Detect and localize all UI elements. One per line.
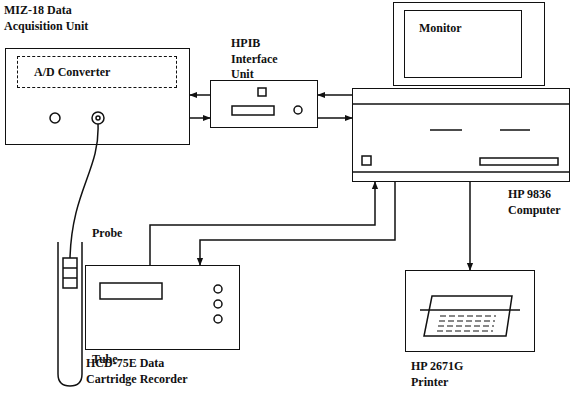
printer-box: HP 2671G Printer xyxy=(405,270,535,352)
recorder-box: HCD-75E Data Cartridge Recorder xyxy=(85,265,240,350)
panel-line xyxy=(500,129,530,131)
interface-box: HPIB Interface Unit xyxy=(210,80,318,128)
data-link-arrow xyxy=(318,117,352,119)
case-edge xyxy=(352,103,570,105)
knob xyxy=(50,113,60,123)
case-edge xyxy=(352,171,570,173)
data-link-arrow xyxy=(469,182,471,270)
data-link-arrow xyxy=(190,94,210,96)
knob xyxy=(294,106,302,114)
data-link-arrow xyxy=(150,182,375,265)
slot xyxy=(232,106,274,115)
data-link-arrow xyxy=(200,182,395,265)
probe-socket-core xyxy=(96,116,100,120)
probe-band xyxy=(63,277,77,279)
panel-line xyxy=(430,129,462,131)
data-link-arrow xyxy=(190,117,210,119)
monitor-box: Monitor xyxy=(393,2,545,86)
print-line xyxy=(440,316,496,317)
converter-box: A/D Converter xyxy=(17,56,177,88)
power-switch xyxy=(362,156,371,165)
button xyxy=(214,285,222,293)
box-label: A/D Converter xyxy=(34,65,110,80)
probe-socket xyxy=(92,112,104,124)
indicator xyxy=(258,88,266,96)
paper-sheet xyxy=(424,296,512,336)
button xyxy=(214,300,222,308)
button xyxy=(214,315,222,323)
box-label: Monitor xyxy=(419,21,462,36)
print-line xyxy=(437,331,493,332)
unit-label: MIZ-18 Data Acquisition Unit xyxy=(4,3,104,34)
computer-box: HP 9836 Computer xyxy=(352,88,570,182)
probe-tip xyxy=(63,258,77,288)
display xyxy=(100,283,162,299)
unit-label: HP 9836 Computer xyxy=(508,187,570,218)
disk-drive xyxy=(480,158,558,165)
unit-label: HPIB Interface Unit xyxy=(231,36,301,83)
acquisition-unit: MIZ-18 Data Acquisition UnitA/D Converte… xyxy=(5,48,190,145)
tube-label: Tube xyxy=(92,352,118,367)
monitor-screen: Monitor xyxy=(404,10,522,78)
print-line xyxy=(439,321,495,322)
tube xyxy=(58,242,82,386)
probe-band xyxy=(63,267,77,269)
probe-label: Probe xyxy=(92,226,122,241)
print-line xyxy=(438,326,494,327)
data-link-arrow xyxy=(318,94,352,96)
unit-label: HP 2671G Printer xyxy=(411,359,473,390)
paper-slot xyxy=(420,309,520,311)
